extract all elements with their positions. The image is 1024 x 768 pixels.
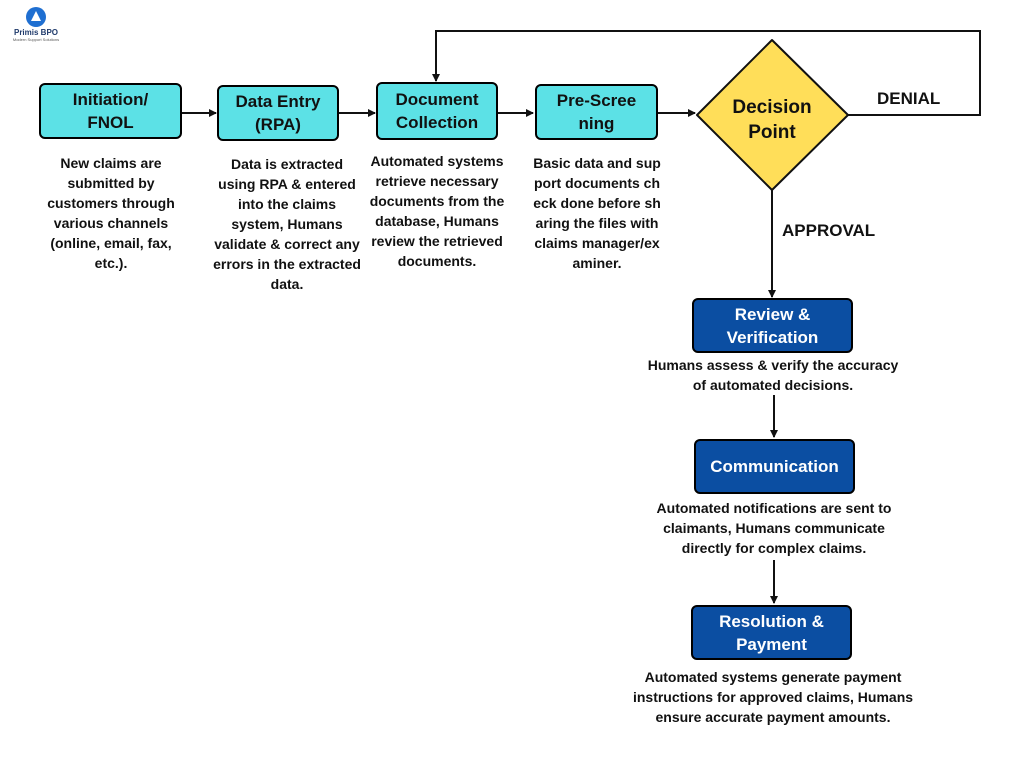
logo-brand: Primis BPO <box>13 28 58 37</box>
step-pre-screening-title: Pre-Screening <box>556 91 637 133</box>
decision-point-label: Decision Point <box>732 97 812 143</box>
step-review-title: Review & Verification <box>726 304 819 347</box>
step-review-desc: Humans assess & verify the accuracy of a… <box>647 357 899 393</box>
logo-tagline: Modern Support Solutions <box>12 37 60 42</box>
step-communication: Communication <box>694 439 855 494</box>
step-communication-desc: Automated notifications are sent to clai… <box>656 500 892 556</box>
step-document-collection-title: Document Collection <box>395 90 479 132</box>
step-initiation: Initiation/ FNOL <box>39 83 182 139</box>
logo-icon <box>26 7 46 27</box>
step-review-verification: Review & Verification <box>692 298 853 353</box>
step-initiation-title: Initiation/ FNOL <box>72 90 149 132</box>
step-data-entry-desc: Data is extracted using RPA & entered in… <box>213 156 361 292</box>
step-data-entry-title: Data Entry (RPA) <box>235 92 321 134</box>
step-resolution-desc: Automated systems generate payment instr… <box>632 669 914 725</box>
step-document-collection-desc: Automated systems retrieve necessary doc… <box>369 153 505 269</box>
step-initiation-desc: New claims are submitted by customers th… <box>47 155 175 271</box>
step-communication-title: Communication <box>710 457 839 476</box>
arrow-denial-loop <box>432 30 981 116</box>
approval-label: APPROVAL <box>782 221 876 240</box>
denial-label: DENIAL <box>877 89 941 108</box>
step-data-entry: Data Entry (RPA) <box>217 85 339 141</box>
step-resolution-payment: Resolution & Payment <box>691 605 852 660</box>
step-document-collection: Document Collection <box>376 82 498 140</box>
step-pre-screening-desc: Basic data and support documents check d… <box>533 155 661 271</box>
step-resolution-title: Resolution & Payment <box>719 611 824 654</box>
logo: Primis BPO Modern Support Solutions <box>8 6 64 52</box>
step-pre-screening: Pre-Screening <box>535 84 658 140</box>
